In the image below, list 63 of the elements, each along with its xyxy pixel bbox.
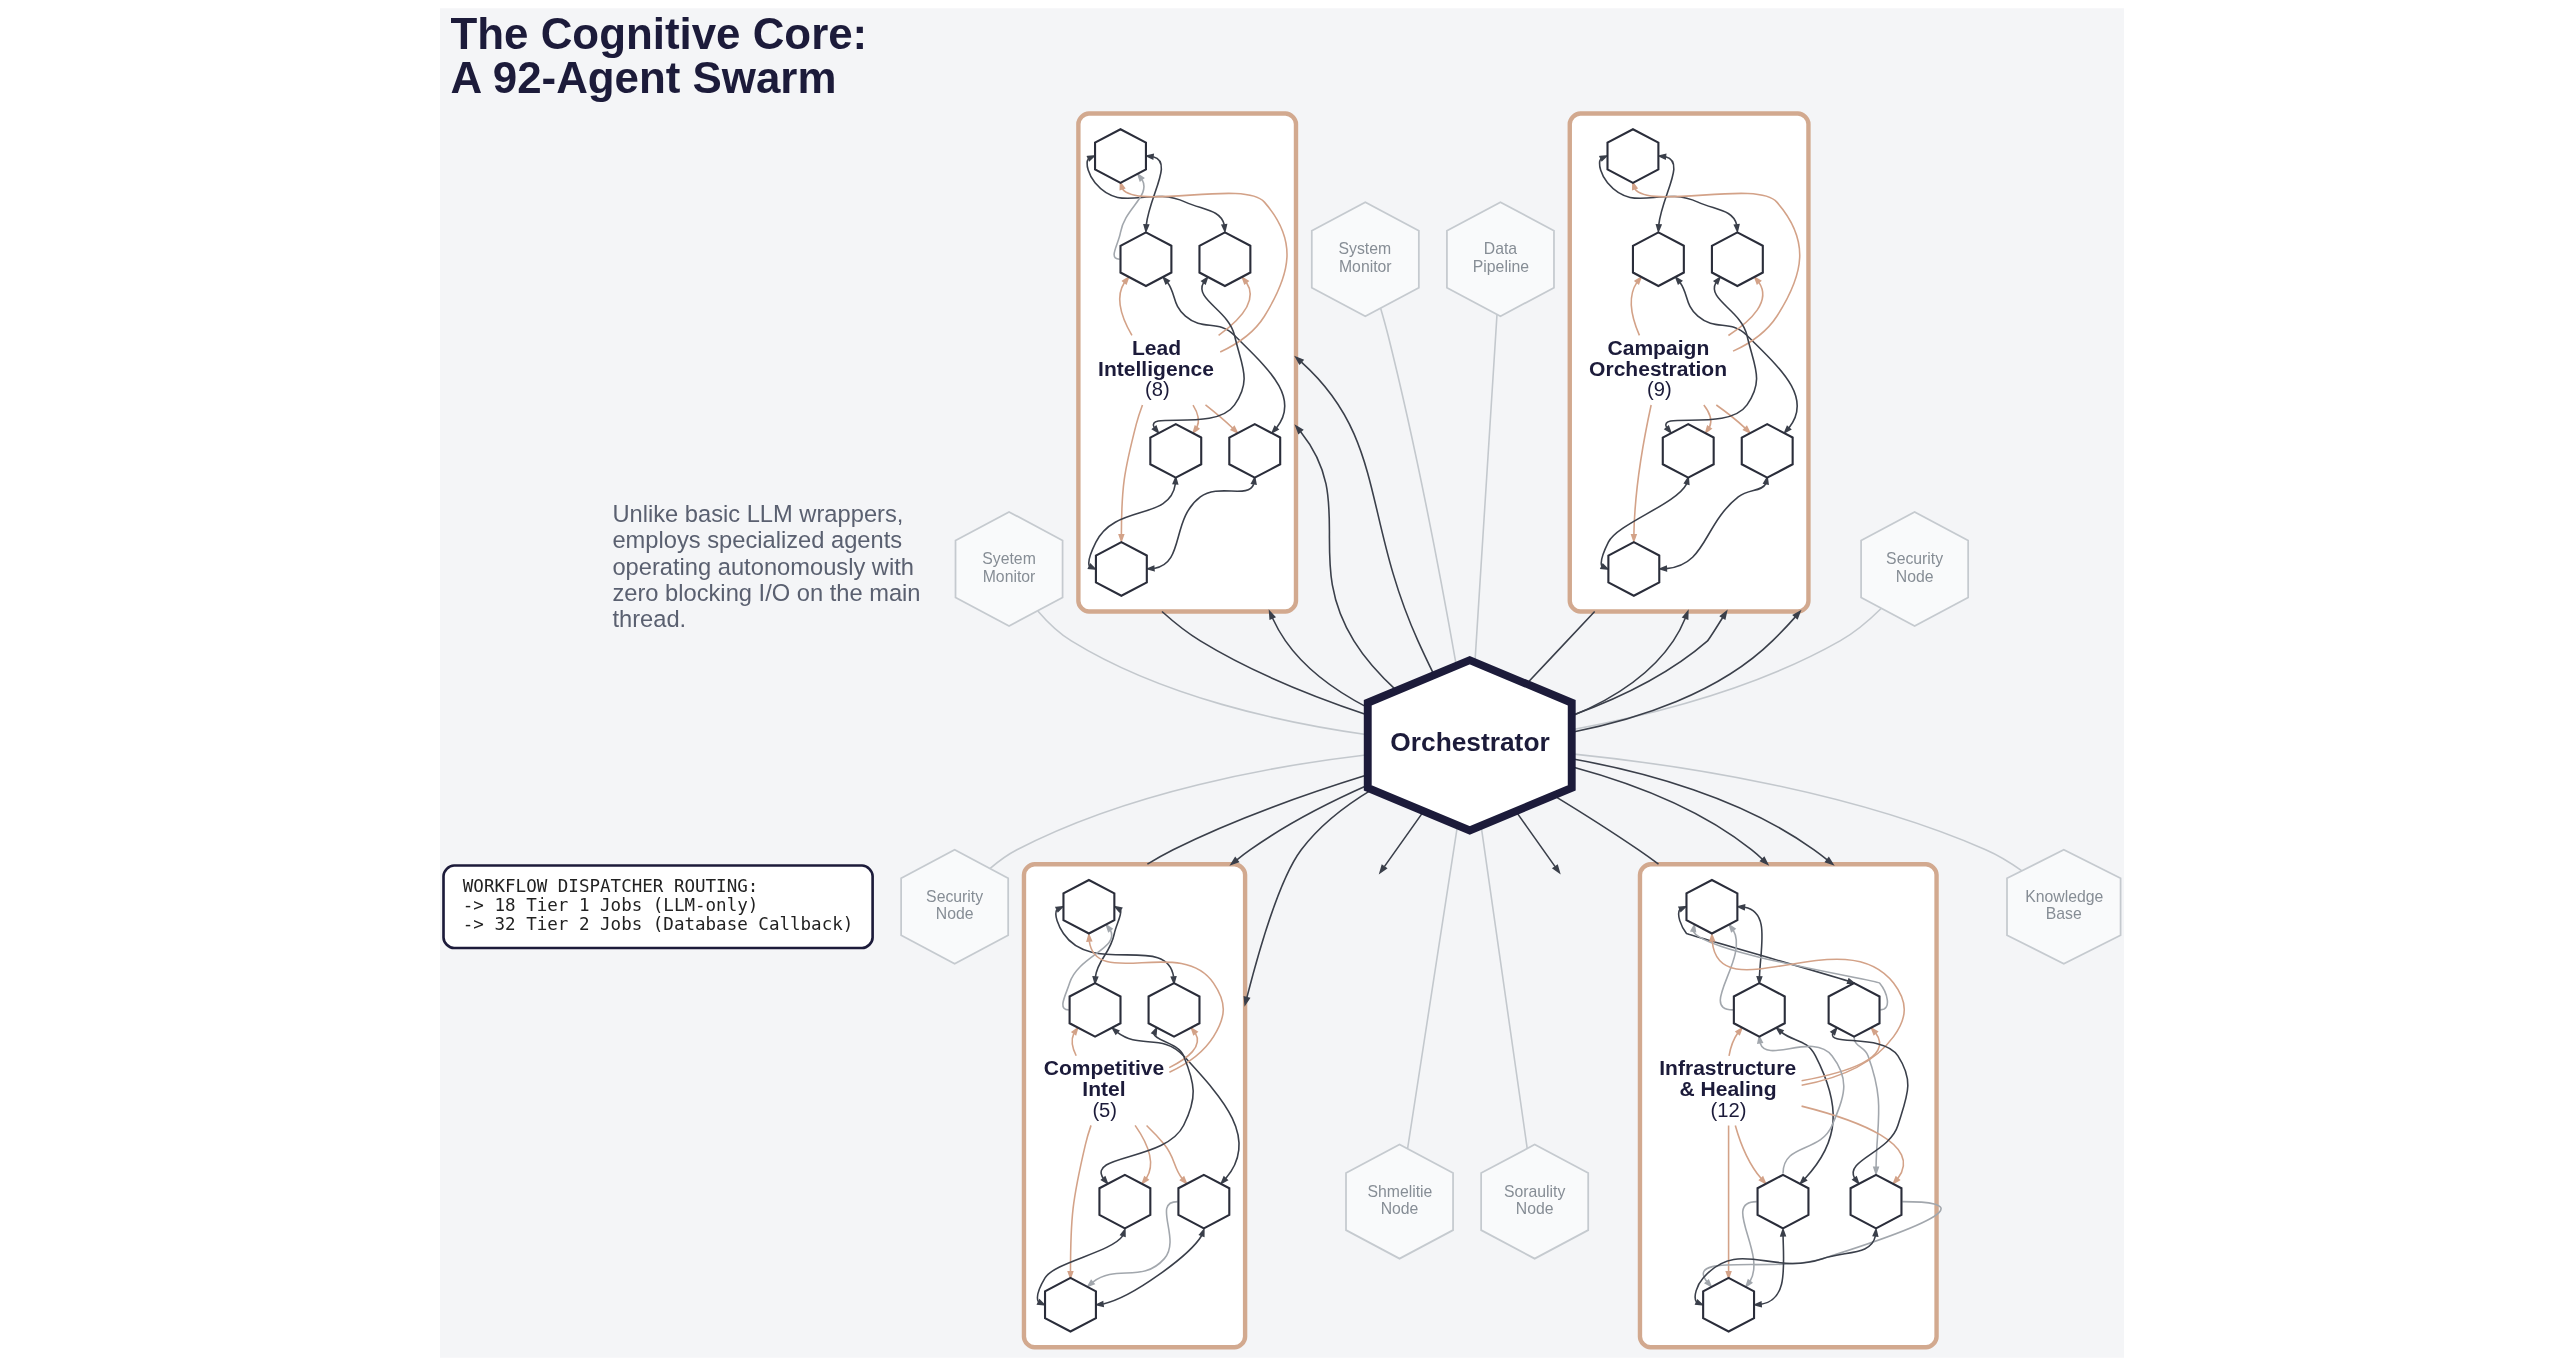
arrow [1742,1200,1758,1289]
arrow [1151,275,1245,435]
cluster [1567,111,1811,614]
arrow [1630,275,1643,337]
cluster [1076,111,1299,614]
arrow [1217,275,1251,337]
node-text: Campaign Orchestration (9) [1589,335,1728,401]
arrow [1728,1026,1744,1057]
arrow [1204,404,1239,435]
arrow [1829,1026,1909,1186]
arrow [1734,1124,1768,1185]
arrow [1599,475,1690,570]
label: Unlike basic LLM wrappers, employs specialized agents operating autonomously with zero blocking I/O on the main thread. [612,501,921,633]
arrow [1663,275,1758,435]
arrow [1086,1200,1179,1288]
arrow [1100,1026,1194,1185]
node-hexagon [1606,128,1660,185]
arrow [1727,275,1764,337]
arrow [1134,1124,1152,1186]
node-box: WORKFLOW DISPATCHER ROUTING: -> 18 Tier 1 Jobs (LLM-only) -> 32 Tier 2 Jobs (Database Callback) [442,864,874,950]
arrow [1719,923,1738,1011]
arrow [1752,1227,1787,1308]
arrow [1118,404,1144,544]
node-hexagon [1094,540,1148,597]
arrow [1775,1026,1834,1185]
arrow [1853,1035,1880,1176]
arrow [1168,1026,1199,1069]
arrow [1694,1227,1879,1306]
diagram-title: The Cognitive Core: A 92-Agent Swarm [450,9,868,103]
arrow [1657,475,1769,572]
arrow [1191,404,1200,435]
arrow [1086,932,1225,1073]
arrow [1036,1227,1126,1306]
arrow [1070,1026,1079,1057]
arrow [1110,1026,1240,1185]
arrow [1062,923,1114,1011]
arrow [1674,275,1799,435]
arrow [1655,153,1675,234]
arrow [1708,932,1906,1087]
node-hexagon [1607,540,1661,597]
arrow [1702,1200,1942,1289]
cluster [1637,862,1939,1350]
arrow [1113,172,1145,260]
arrow [1161,275,1286,435]
node-text: Infrastructure & Healing (12) [1659,1056,1797,1121]
arrow [1087,475,1179,570]
arrow [1143,153,1163,234]
arrow [1145,475,1257,572]
arrow [1756,1034,1845,1175]
arrow [1630,404,1652,544]
arrow [1598,155,1740,234]
arrow [1145,1124,1188,1185]
node-text: Lead Intelligence (8) [1098,335,1214,401]
arrow [1689,922,1889,1011]
arrow [1800,1026,1881,1082]
node-text: Competitive Intel (5) [1043,1056,1165,1121]
arrow [1119,275,1133,337]
arrow [1703,404,1713,435]
arrow [1715,404,1752,435]
cluster [1021,862,1248,1350]
arrow [1086,155,1228,234]
arrow [1094,1227,1205,1308]
arrow [1800,1105,1905,1185]
